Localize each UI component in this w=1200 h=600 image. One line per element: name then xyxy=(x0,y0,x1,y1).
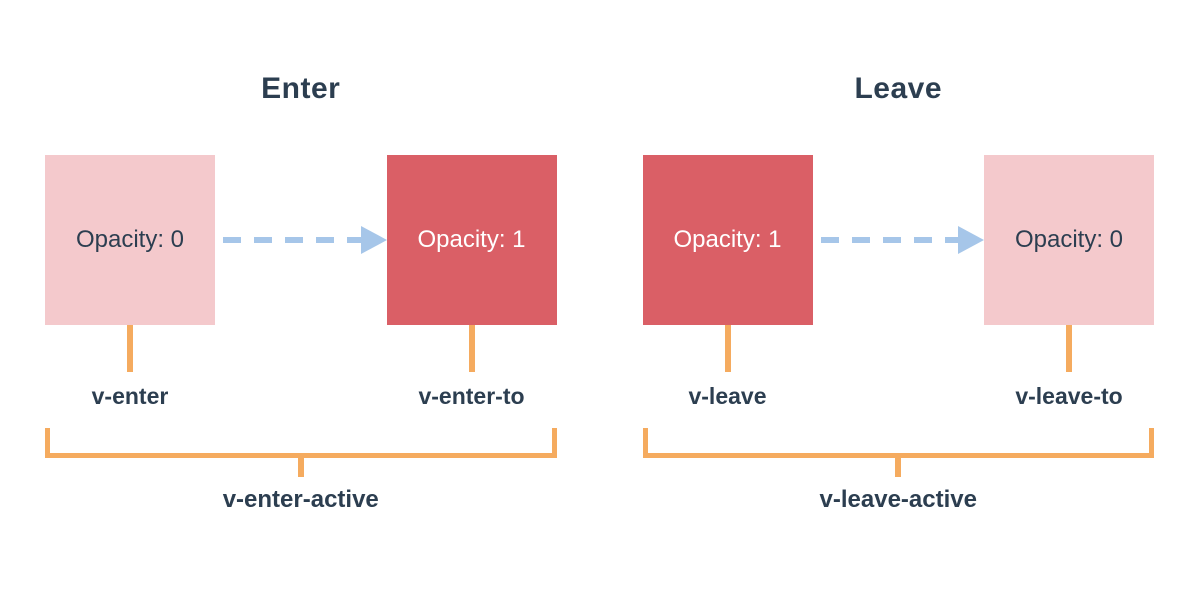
connector-line xyxy=(1066,325,1072,372)
enter-boxes-row: Opacity: 0 Opacity: 1 xyxy=(45,155,557,325)
leave-end-state-box: Opacity: 0 xyxy=(984,155,1154,325)
connector-line xyxy=(468,325,475,372)
opacity-value-label: Opacity: 0 xyxy=(75,226,185,253)
leave-section: Leave Opacity: 1 Opacity: 0 v-leave v-le… xyxy=(642,70,1155,600)
arrow-head-icon xyxy=(360,226,387,254)
enter-section: Enter Opacity: 0 Opacity: 1 v-enter v-en… xyxy=(45,70,557,600)
enter-end-state-box: Opacity: 1 xyxy=(386,155,557,325)
leave-end-anchor: v-leave-to xyxy=(984,325,1154,411)
leave-active-bracket xyxy=(642,428,1154,458)
opacity-value-label: Opacity: 1 xyxy=(673,226,782,253)
leave-start-state-box: Opacity: 1 xyxy=(642,155,813,325)
enter-end-anchor: v-enter-to xyxy=(387,325,557,411)
bracket-stem xyxy=(895,458,902,477)
enter-active-bracket xyxy=(45,428,557,458)
enter-active-label: v-enter-active xyxy=(222,486,379,513)
enter-start-anchor: v-enter xyxy=(45,325,215,411)
bracket-stem xyxy=(297,458,304,477)
leave-labels-row: v-leave v-leave-to xyxy=(643,325,1155,411)
section-title-enter: Enter xyxy=(261,72,341,105)
opacity-value-label: Opacity: 1 xyxy=(417,226,526,253)
enter-labels-row: v-enter v-enter-to xyxy=(45,325,557,411)
leave-active-label: v-leave-active xyxy=(819,486,977,513)
dashed-line xyxy=(820,237,958,243)
enter-start-label: v-enter xyxy=(91,383,169,409)
leave-boxes-row: Opacity: 1 Opacity: 0 xyxy=(642,155,1154,325)
arrow-head-icon xyxy=(958,226,984,254)
opacity-value-label: Opacity: 0 xyxy=(1014,226,1124,253)
enter-transition-arrow xyxy=(223,226,387,254)
leave-start-label: v-leave xyxy=(688,383,767,409)
enter-start-state-box: Opacity: 0 xyxy=(45,155,215,325)
dashed-line xyxy=(223,237,361,243)
leave-start-anchor: v-leave xyxy=(643,325,813,411)
connector-line xyxy=(724,325,731,372)
connector-line xyxy=(127,325,133,372)
leave-end-label: v-leave-to xyxy=(1015,383,1123,409)
enter-end-label: v-enter-to xyxy=(418,383,525,409)
leave-transition-arrow xyxy=(820,226,984,254)
section-title-leave: Leave xyxy=(854,72,943,105)
